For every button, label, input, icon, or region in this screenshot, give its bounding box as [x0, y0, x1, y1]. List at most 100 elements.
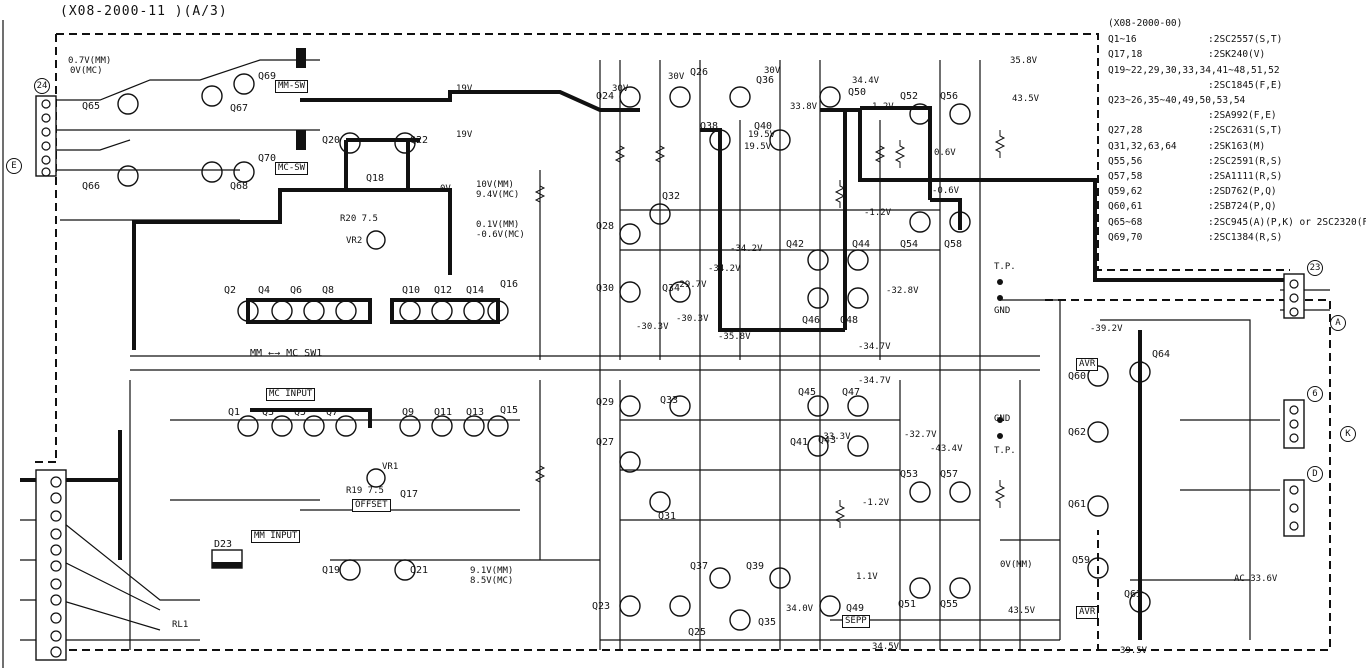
- transistor-label-q60: Q60: [1068, 371, 1087, 382]
- mc-input-label: MC INPUT: [266, 388, 316, 401]
- voltage-30v-b: 30V: [668, 72, 685, 82]
- transistor-label-q70: Q70: [258, 153, 277, 164]
- ground-label-2: GND: [994, 414, 1011, 424]
- voltage-9-4v-mc: 9.4V(MC): [476, 190, 520, 200]
- connector-A: A: [1330, 315, 1346, 331]
- voltage-1-2v: 1.2V: [872, 102, 894, 112]
- voltage-neg33-3v: -33.3V: [818, 432, 851, 442]
- transistor-label-q43: Q43: [818, 435, 837, 446]
- voltage-neg32-7v: -32.7V: [904, 430, 937, 440]
- transistor-label-q23: Q23: [592, 601, 611, 612]
- transistor-label-q59: Q59: [1072, 555, 1091, 566]
- transistor-label-q1: Q1: [228, 407, 241, 418]
- mm-input-label: MM INPUT: [251, 530, 301, 543]
- transistor-label-q44: Q44: [852, 239, 871, 250]
- relay-label: RL1: [172, 620, 189, 630]
- spec-key: Q19~22,29,30,33,34,41~48,51,52: [1108, 64, 1280, 76]
- transistor-label-q22: Q22: [410, 135, 429, 146]
- spec-value: :2SA992(F,E): [1208, 110, 1277, 122]
- transistor-label-q16: Q16: [500, 279, 519, 290]
- r19-label: R19 7.5: [346, 486, 384, 496]
- transistor-label-q9: Q9: [402, 407, 415, 418]
- voltage-neg1-2v-b: -1.2V: [862, 498, 890, 508]
- transistor-label-q54: Q54: [900, 239, 919, 250]
- spec-value: :2SC945(A)(P,K) or 2SC2320(F,G): [1208, 216, 1366, 228]
- voltage-43-5v: 43.5V: [1012, 94, 1040, 104]
- connector-24: 24: [34, 78, 50, 94]
- transistor-label-q32: Q32: [662, 191, 681, 202]
- transistor-label-q17: Q17: [400, 489, 419, 500]
- spec-row: Q19~22,29,30,33,34,41~48,51,52: [1108, 63, 1366, 78]
- transistor-label-q36: Q36: [756, 75, 775, 86]
- spec-value: :2SK240(V): [1208, 49, 1266, 61]
- transistor-label-q3: Q3: [262, 407, 275, 418]
- spec-heading: (X08-2000-00): [1108, 18, 1183, 29]
- voltage-0v: 0V: [440, 184, 451, 194]
- mc-sw-label: MC-SW: [275, 162, 309, 175]
- spec-key: Q31,32,63,64: [1108, 140, 1177, 152]
- spec-key: Q1~16: [1108, 34, 1137, 46]
- spec-row: :2SC1845(F,E): [1108, 78, 1366, 93]
- transistor-label-q55: Q55: [940, 599, 959, 610]
- voltage-neg29-7v: -29.7V: [674, 280, 707, 290]
- transistor-label-q14: Q14: [466, 285, 485, 296]
- transistor-label-q50: Q50: [848, 87, 867, 98]
- spec-value: :2SC1845(F,E): [1208, 79, 1283, 91]
- spec-key: Q69,70: [1108, 231, 1143, 243]
- transistor-label-q33: Q33: [660, 395, 679, 406]
- transistor-label-q58: Q58: [944, 239, 963, 250]
- sw1-label: MM ←→ MC SW1: [250, 348, 323, 359]
- transistor-label-q57: Q57: [940, 469, 959, 480]
- voltage-19-5v-a: 19.5V: [748, 130, 776, 140]
- voltage-neg30-3v-b: -30.3V: [676, 314, 709, 324]
- vr1-label: VR1: [382, 462, 399, 472]
- voltage-1-1v: 1.1V: [856, 572, 878, 582]
- transistor-label-q11: Q11: [434, 407, 453, 418]
- r20-label: R20 7.5: [340, 214, 378, 224]
- transistor-label-q51: Q51: [898, 599, 917, 610]
- transistor-label-q31: Q31: [658, 511, 677, 522]
- page-title: (X08-2000-11 )(A/3): [60, 4, 228, 19]
- transistor-label-q53: Q53: [900, 469, 919, 480]
- connector-23: 23: [1307, 260, 1323, 276]
- transistor-label-q2: Q2: [224, 285, 237, 296]
- transistor-label-q64: Q64: [1152, 349, 1171, 360]
- transistor-label-q48: Q48: [840, 315, 859, 326]
- connector-K: K: [1340, 426, 1356, 442]
- transistor-label-q25: Q25: [688, 627, 707, 638]
- voltage-34-4v: 34.4V: [852, 76, 880, 86]
- voltage-ac-33-6v: AC 33.6V: [1234, 574, 1278, 584]
- voltage-34-0v: 34.0V: [786, 604, 814, 614]
- spec-row: Q69,70:2SC1384(R,S): [1108, 230, 1366, 245]
- voltage-0-1v-mm: 0.1V(MM): [476, 220, 520, 230]
- test-point-1: T.P.: [994, 262, 1016, 272]
- avr-top-label: AVR: [1076, 358, 1099, 371]
- transistor-label-q21: Q21: [410, 565, 429, 576]
- voltage-0-7v-mm: 0.7V(MM): [68, 56, 112, 66]
- spec-key: Q27,28: [1108, 125, 1143, 137]
- voltage-35-8v: 35.8V: [1010, 56, 1038, 66]
- spec-rows: Q1~16 :2SC2557(S,T)Q17,18:2SK240(V) Q19~22…: [1108, 32, 1366, 245]
- transistor-label-q67: Q67: [230, 103, 249, 114]
- transistor-label-q5: Q5: [294, 407, 307, 418]
- transistor-label-q37: Q37: [690, 561, 709, 572]
- spec-row: Q65~68:2SC945(A)(P,K) or 2SC2320(F,G): [1108, 215, 1366, 230]
- spec-value: :2SC2557(S,T): [1208, 34, 1283, 46]
- transistor-label-q61: Q61: [1068, 499, 1087, 510]
- spec-row: Q57,58 :2SA1111(R,S): [1108, 169, 1366, 184]
- connector-D: D: [1307, 466, 1323, 482]
- test-point-2: T.P.: [994, 446, 1016, 456]
- transistor-label-q68: Q68: [230, 181, 249, 192]
- voltage-9-1v-mm: 9.1V(MM): [470, 566, 514, 576]
- spec-key: Q57,58: [1108, 171, 1143, 183]
- voltage-8-5v-mc: 8.5V(MC): [470, 576, 514, 586]
- spec-value: :2SA1111(R,S): [1208, 171, 1283, 183]
- mm-sw-label: MM-SW: [275, 80, 309, 93]
- transistor-label-q34: Q34: [662, 283, 681, 294]
- spec-row: Q17,18:2SK240(V): [1108, 47, 1366, 62]
- transistor-label-q56: Q56: [940, 91, 959, 102]
- diode-d23-label: D23: [214, 539, 233, 550]
- voltage-30v-a: 30V: [612, 84, 629, 94]
- voltage-19v-a: 19V: [456, 84, 473, 94]
- transistor-label-q4: Q4: [258, 285, 271, 296]
